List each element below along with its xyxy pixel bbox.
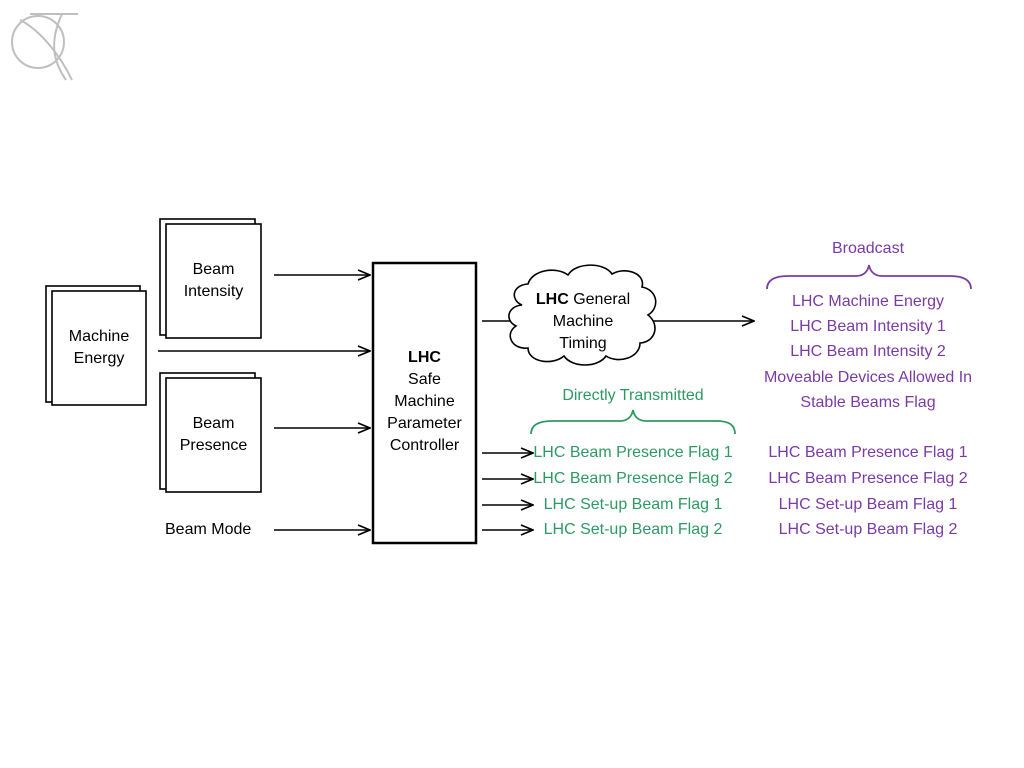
controller-title: LHC [408,349,441,366]
beam-presence-line-1: Beam [192,415,235,432]
machine-energy-line-1: Machine [68,328,130,345]
controller-line-3: Parameter [387,415,462,432]
broadcast-item-8: LHC Set-up Beam Flag 1 [778,496,958,513]
broadcast-item-7: LHC Beam Presence Flag 2 [768,470,968,487]
timing-line-1: LHC General [520,289,646,311]
directly-transmitted-brace [530,409,736,435]
direct-item-4: LHC Set-up Beam Flag 2 [543,521,723,538]
broadcast-item-4: Moveable Devices Allowed In [763,369,973,386]
broadcast-item-6: LHC Beam Presence Flag 1 [768,444,968,461]
machine-energy-line-2: Energy [73,350,125,367]
broadcast-item-9: LHC Set-up Beam Flag 2 [778,521,958,538]
beam-intensity-label: Beam Intensity [166,259,261,303]
beam-intensity-line-1: Beam [192,261,235,278]
controller-box [371,261,478,545]
directly-transmitted-title: Directly Transmitted [562,387,704,404]
broadcast-brace [766,264,972,290]
direct-item-3: LHC Set-up Beam Flag 1 [543,496,723,513]
controller-line-2: Machine [394,393,455,410]
timing-line-3: Timing [559,335,607,352]
machine-energy-label: Machine Energy [52,326,146,370]
beam-intensity-line-2: Intensity [183,283,244,300]
beam-intensity-box [159,218,262,339]
broadcast-item-1: LHC Machine Energy [791,293,945,310]
timing-title: LHC [535,291,569,308]
machine-energy-box [45,285,147,406]
controller-line-1: Safe [408,371,441,388]
direct-item-1: LHC Beam Presence Flag 1 [533,444,733,461]
timing-line-2: Machine [552,313,614,330]
beam-presence-label: Beam Presence [166,413,261,457]
timing-label: LHC General Machine Timing [520,289,646,355]
broadcast-item-3: LHC Beam Intensity 2 [790,343,946,360]
broadcast-item-5: Stable Beams Flag [800,394,936,411]
cern-logo-icon [11,13,78,81]
controller-label: LHC Safe Machine Parameter Controller [373,347,476,457]
beam-presence-line-2: Presence [179,437,248,454]
controller-line-4: Controller [389,437,460,454]
beam-presence-box [159,372,262,493]
direct-item-2: LHC Beam Presence Flag 2 [533,470,733,487]
broadcast-title: Broadcast [831,240,905,257]
beam-mode-label: Beam Mode [165,521,252,538]
broadcast-item-2: LHC Beam Intensity 1 [790,318,946,335]
timing-line-1-rest: General [568,291,631,308]
timing-cloud [508,264,657,366]
